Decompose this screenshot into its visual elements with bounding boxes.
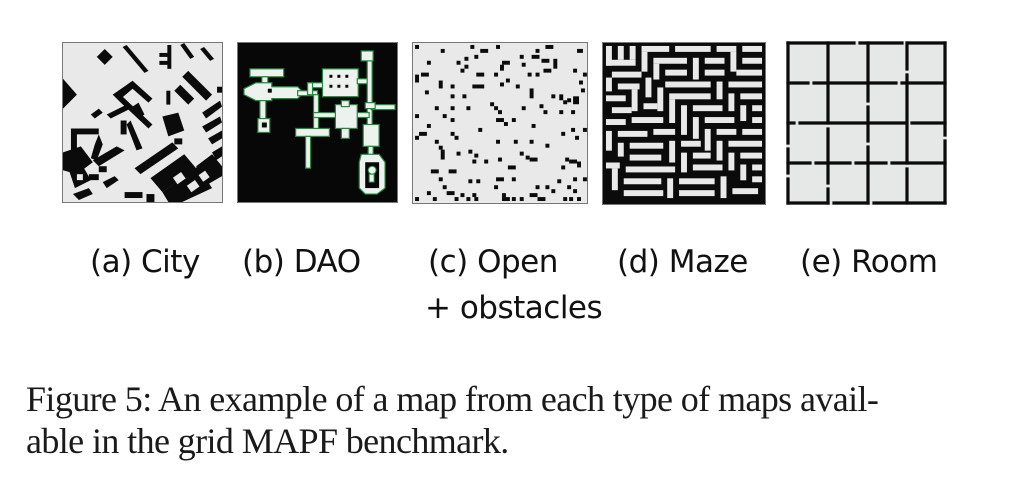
figure-caption: Figure 5: An example of a map from each … xyxy=(26,378,996,462)
panel-label-a: (a) City xyxy=(90,244,200,280)
room-map-icon xyxy=(786,41,947,205)
caption-line-2: able in the grid MAPF benchmark. xyxy=(26,421,509,461)
room-map-image xyxy=(786,41,947,205)
dao-map-icon xyxy=(238,43,397,202)
open-obstacles-map-icon xyxy=(413,43,587,203)
panel-label-d: (d) Maze xyxy=(617,244,748,280)
maze-map-image xyxy=(602,42,766,205)
dao-map-image xyxy=(237,42,398,203)
panel-label-e: (e) Room xyxy=(800,244,938,280)
panel-label-c: (c) Open xyxy=(428,244,558,280)
panel-label-c-line2: + obstacles xyxy=(425,290,603,326)
panel-label-b: (b) DAO xyxy=(242,244,361,280)
city-map-image xyxy=(62,42,223,203)
open-obstacles-map-image xyxy=(412,42,588,204)
maze-map-icon xyxy=(603,43,765,204)
city-map-icon xyxy=(63,43,222,202)
caption-line-1: Figure 5: An example of a map from each … xyxy=(26,379,879,419)
